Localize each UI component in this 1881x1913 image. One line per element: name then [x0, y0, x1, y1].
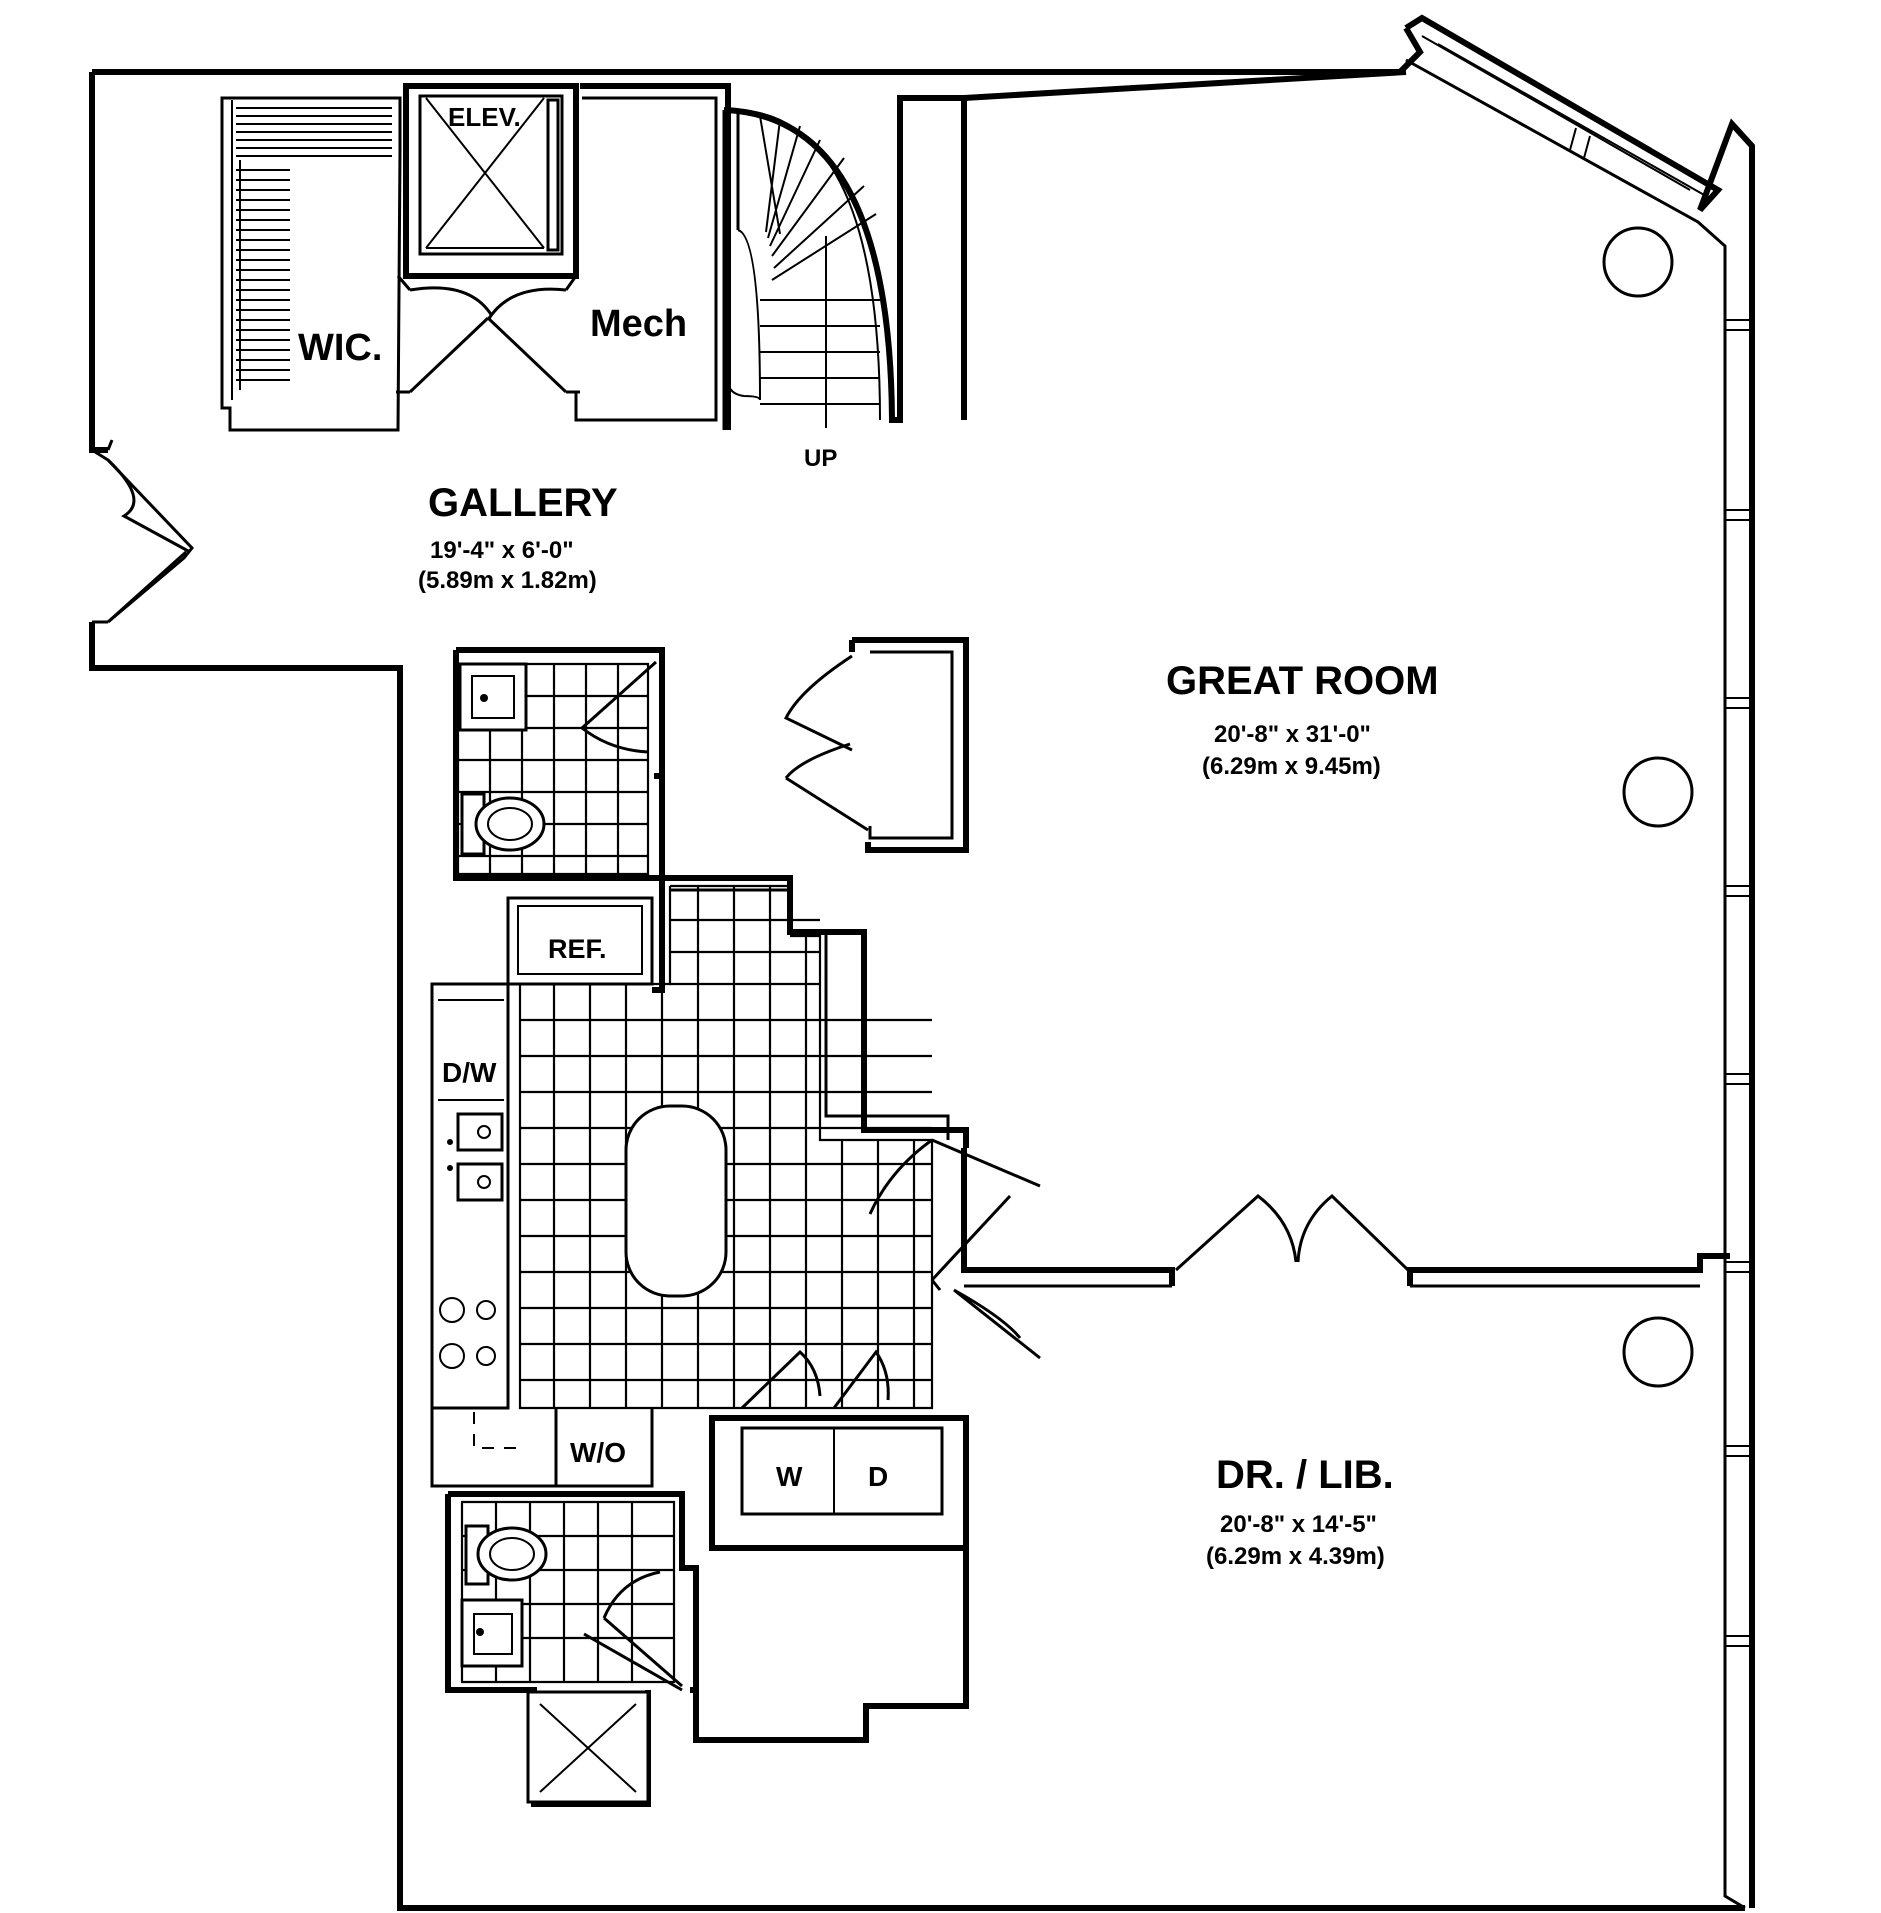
exterior-walls: [89, 14, 1755, 1911]
column-icon: [1602, 226, 1674, 298]
cooktop-burner-icon: [439, 1297, 465, 1323]
spiral-stair: UP: [722, 95, 964, 472]
coat-closet: [783, 637, 969, 853]
room-labels: GALLERY 19'-4" x 6'-0" (5.89m x 1.82m) G…: [418, 481, 1439, 1570]
powder-room-upper: [453, 647, 665, 881]
wall-oven-label: W/O: [570, 1437, 626, 1468]
dr-lib-dim-imperial: 20'-8" x 14'-5": [1220, 1511, 1377, 1538]
column-icon: [1622, 1316, 1694, 1388]
kitchen: REF. D/W W/O: [430, 668, 1041, 1488]
dryer-label: D: [868, 1461, 888, 1492]
dr-lib-name: DR. / LIB.: [1216, 1453, 1394, 1497]
washer-label: W: [776, 1461, 803, 1492]
dr-lib-dim-metric: (6.29m x 4.39m): [1206, 1543, 1385, 1570]
sink-icon: [458, 662, 528, 732]
stair-up-label: UP: [804, 445, 837, 472]
great-room-name: GREAT ROOM: [1166, 659, 1439, 703]
dishwasher-label: D/W: [442, 1057, 497, 1088]
column-icon: [1622, 756, 1694, 828]
ref-label: REF.: [548, 934, 607, 964]
closet-doors: [396, 275, 580, 394]
great-room-dim-imperial: 20'-8" x 31'-0": [1214, 721, 1371, 748]
gallery-dim-imperial: 19'-4" x 6'-0": [430, 537, 574, 564]
gallery-dim-metric: (5.89m x 1.82m): [418, 567, 597, 594]
elevator: ELEV.: [403, 83, 579, 279]
gallery-name: GALLERY: [428, 481, 618, 525]
gallery-entry-door: [91, 448, 194, 624]
refrigerator: [506, 896, 654, 986]
mech-label: Mech: [590, 303, 687, 345]
kitchen-island: [624, 1104, 728, 1298]
wic-closet: WIC.: [220, 96, 402, 432]
great-room-north-wall: [961, 69, 1407, 420]
powder-room-lower: [445, 1491, 969, 1807]
partition-wall: [961, 1148, 1730, 1288]
sink-icon-double: [456, 1112, 504, 1152]
great-room-dim-metric: (6.29m x 9.45m): [1202, 753, 1381, 780]
elevator-label: ELEV.: [448, 102, 521, 132]
laundry-closet: W D: [709, 1349, 969, 1551]
columns: [1602, 226, 1694, 1388]
wic-label: WIC.: [298, 327, 382, 369]
mech-room: Mech: [574, 83, 731, 430]
